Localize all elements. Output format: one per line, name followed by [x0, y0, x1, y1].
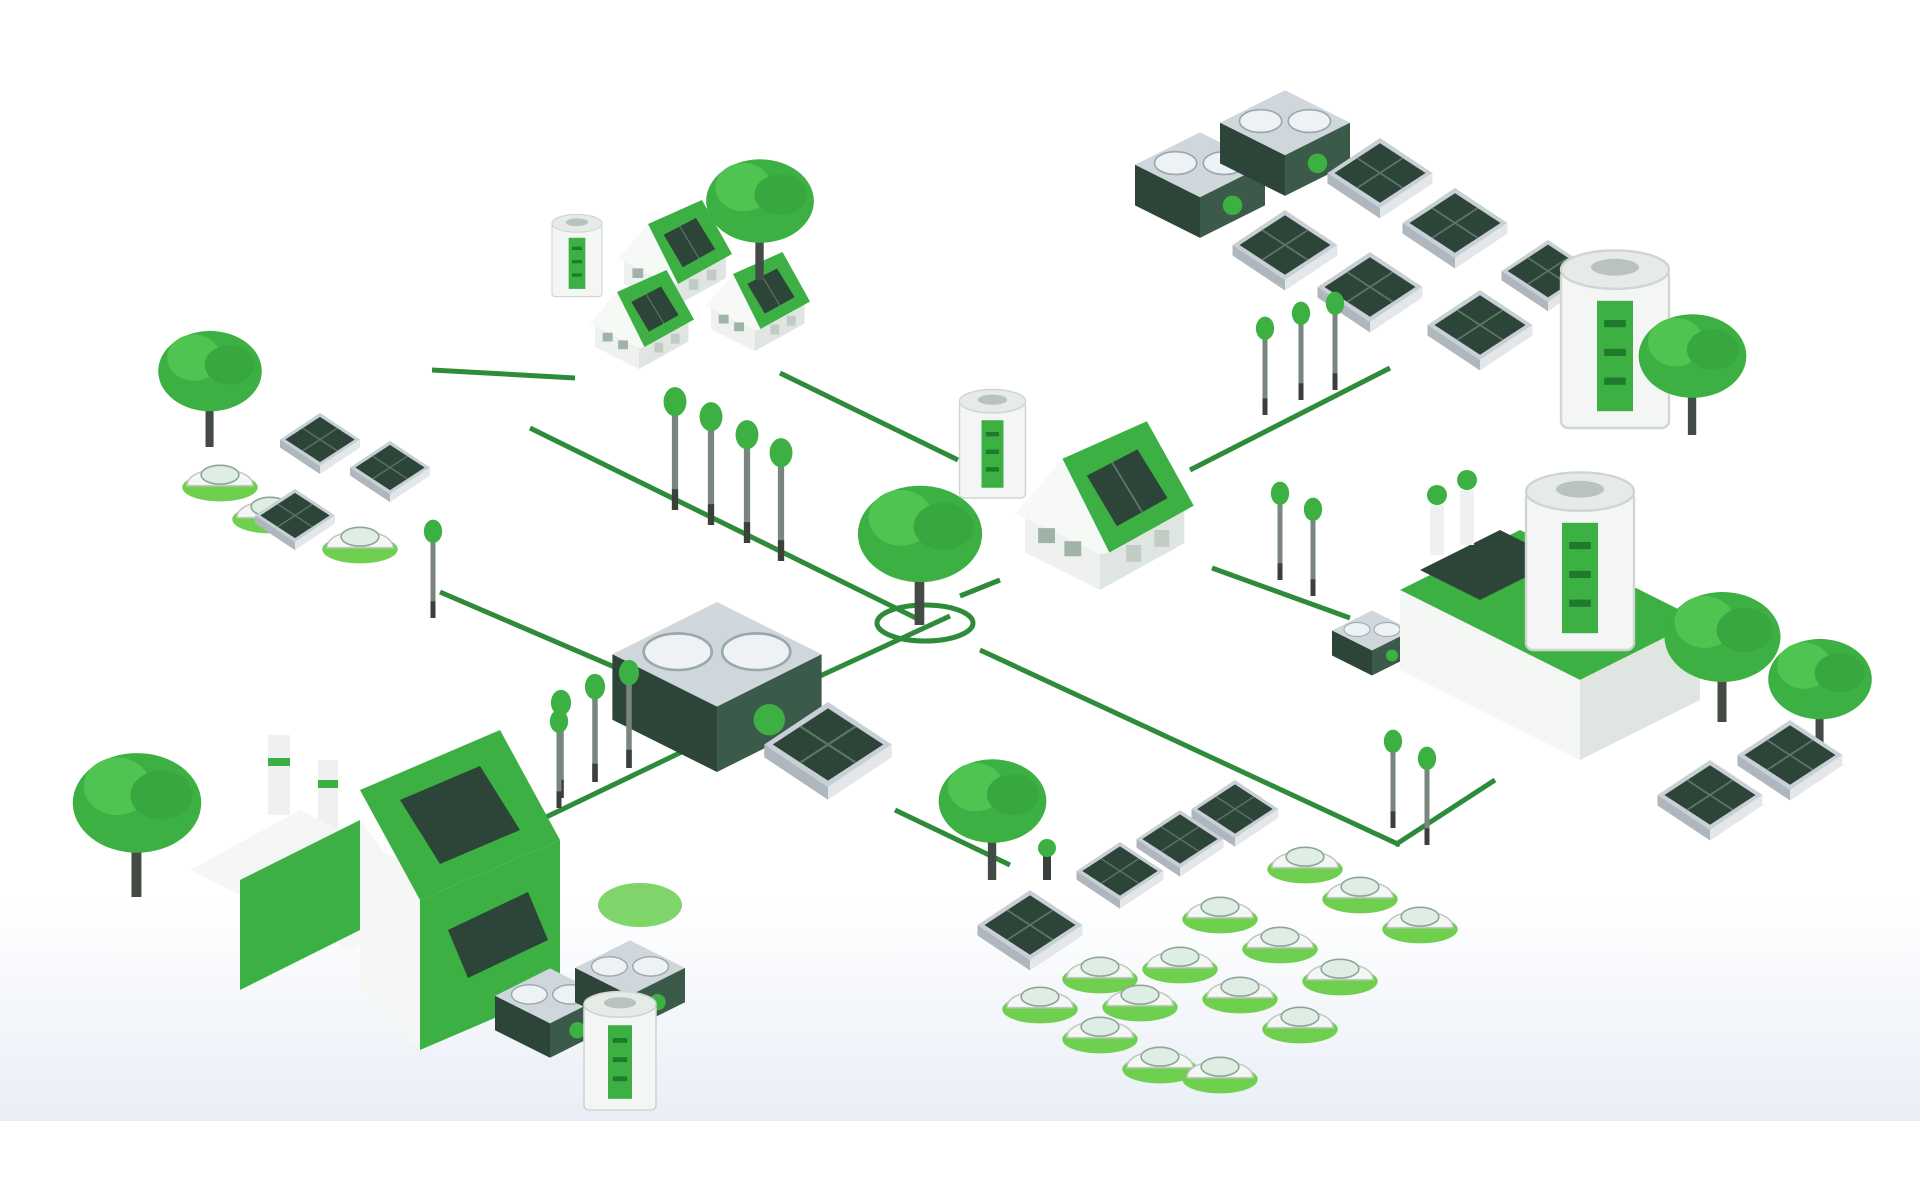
connection-line-solar-plant	[1188, 365, 1392, 473]
connection-line-hub-ne	[959, 577, 1001, 599]
connection-line-houses	[431, 367, 576, 381]
chimney-icon	[1460, 490, 1474, 545]
connection-line-central-house	[778, 370, 960, 463]
connection-line-factory	[1211, 565, 1351, 621]
chimney-icon	[268, 735, 290, 815]
bottom-margin	[0, 1121, 1920, 1181]
green-mound	[598, 883, 682, 927]
connection-line-plant	[1393, 777, 1497, 848]
connection-line-ev-lot-2	[439, 589, 641, 681]
connection-line-ev-lot	[528, 425, 922, 623]
battery-icon	[583, 990, 657, 1111]
battery-icon	[551, 213, 603, 298]
battery-icon	[958, 388, 1027, 499]
connection-line-industrial	[538, 745, 692, 823]
ev-parking-field	[938, 759, 1459, 1095]
chimney-icon	[1430, 505, 1444, 555]
connection-line-ev-field	[978, 647, 1402, 848]
chimney-icon	[318, 760, 338, 830]
solar-panel-icon	[400, 766, 520, 864]
plant-roof	[240, 820, 360, 990]
connection-line-cooling	[818, 613, 952, 679]
plant-tower-front	[360, 820, 420, 1050]
power-connections	[431, 365, 1497, 868]
industrial-plant	[72, 709, 686, 1111]
charger-icon	[1043, 852, 1051, 880]
factory-wall	[1400, 590, 1580, 760]
hub-ring	[874, 602, 976, 644]
battery-icon	[1524, 471, 1636, 652]
factory-with-storage	[1270, 470, 1872, 845]
solar-panel-icon	[448, 892, 548, 978]
